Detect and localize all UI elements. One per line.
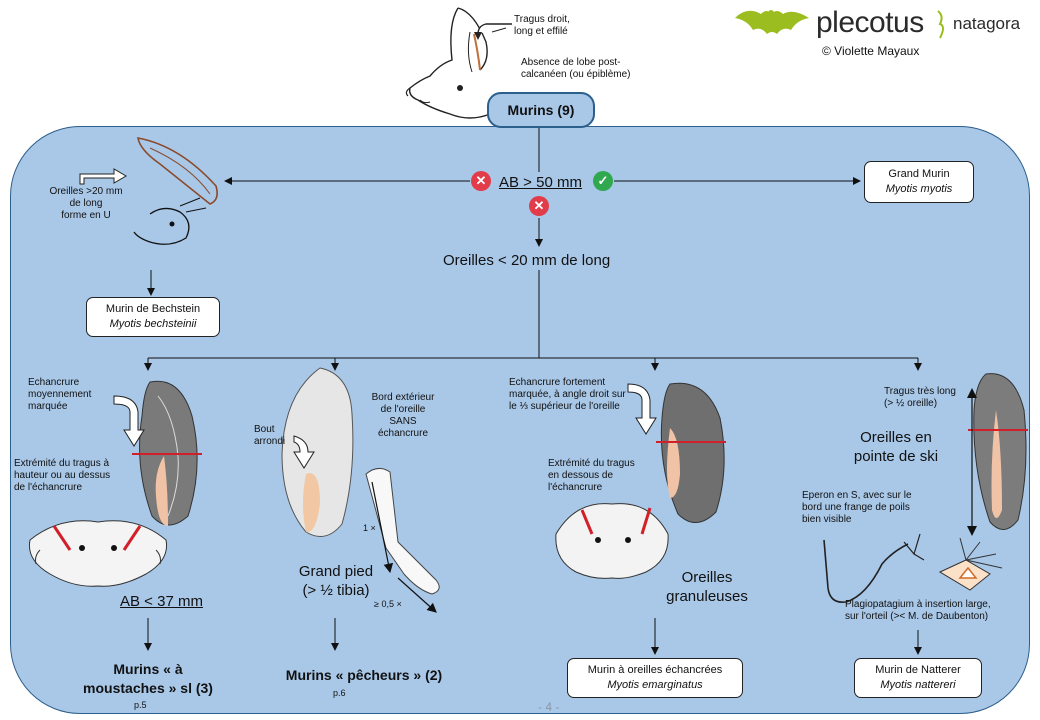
page-number: - 4 - xyxy=(538,700,560,714)
root-node: Murins (9) xyxy=(487,92,595,128)
ski-tip-ear-illustration xyxy=(968,373,1028,530)
patagium-note: Plagiopatagium à insertion large, sur l'… xyxy=(845,599,991,622)
edge-note: Bord extérieur de l'oreille SANS échancr… xyxy=(371,392,435,439)
notch-note-moustaches: Echancrure moyennement marquée xyxy=(28,377,92,412)
logo-brand: plecotus xyxy=(816,6,924,39)
criterion-ab-50: AB > 50 mm xyxy=(499,174,582,191)
species-scientific: Myotis bechsteinii xyxy=(109,318,197,330)
no-mark-left: ✕ xyxy=(471,171,491,191)
page-ref-moustaches: p.5 xyxy=(134,700,147,710)
no-mark-down: ✕ xyxy=(529,196,549,216)
species-common: Murin de Natterer xyxy=(875,664,961,676)
species-scientific: Myotis myotis xyxy=(885,183,953,195)
species-scientific: Myotis nattereri xyxy=(880,679,956,691)
bat-head-illustration xyxy=(405,7,507,119)
long-ear-bat-illustration xyxy=(133,136,218,245)
criterion-ears-20: Oreilles < 20 mm de long xyxy=(443,252,611,269)
ear-notch-illustration xyxy=(132,380,202,526)
species-common: Murin de Bechstein xyxy=(105,303,201,315)
ear-note-natterer: Oreilles en pointe de ski xyxy=(853,429,939,465)
spur-note: Eperon en S, avec sur le bord une frange… xyxy=(802,490,912,525)
ear-notch-illustration xyxy=(656,382,726,523)
species-box-natterer: Murin de Natterer Myotis nattereri xyxy=(854,658,982,698)
tragus-note-natterer: Tragus très long (> ½ oreille) xyxy=(884,386,956,409)
ear-note-echancrees: Oreilles granuleuses xyxy=(666,569,748,605)
species-scientific: Myotis emarginatus xyxy=(607,679,703,691)
bat-logo-icon xyxy=(735,10,809,34)
outline-arrow-icon xyxy=(293,435,315,469)
logo-partner: natagora xyxy=(953,14,1021,33)
lobe-note: Absence de lobe post- calcanéen (ou épib… xyxy=(521,57,631,80)
ratio-top: 1 × xyxy=(363,523,376,533)
tragus-note-echancrees: Extrémité du tragus en dessous de l'écha… xyxy=(548,458,635,493)
species-box-bechstein: Murin de Bechstein Myotis bechsteinii xyxy=(86,297,220,337)
outline-arrow-icon xyxy=(113,395,145,447)
root-label: Murins (9) xyxy=(507,102,575,118)
logo-credit: © Violette Mayaux xyxy=(822,44,920,58)
bat-face-illustration xyxy=(555,503,669,579)
criterion-ab-37: AB < 37 mm xyxy=(120,593,203,610)
group-pecheurs: Murins « pêcheurs » (2) xyxy=(285,667,443,683)
species-box-grand-murin: Grand Murin Myotis myotis xyxy=(864,161,974,203)
tragus-note: Tragus droit, long et effilé xyxy=(514,14,570,37)
rounded-ear-illustration xyxy=(281,367,354,537)
outline-arrow-icon xyxy=(627,383,657,435)
left-ear-note: Oreilles >20 mm de long forme en U xyxy=(49,186,123,221)
group-moustaches: Murins « à moustaches » sl (3) xyxy=(83,661,213,696)
species-box-echancrees: Murin à oreilles échancrées Myotis emarg… xyxy=(567,658,743,698)
yes-mark: ✓ xyxy=(593,171,613,191)
logo-separator-icon xyxy=(937,10,944,39)
species-common: Grand Murin xyxy=(888,168,950,180)
foot-note: Grand pied (> ½ tibia) xyxy=(298,563,374,599)
outline-arrow-icon xyxy=(79,168,127,185)
tip-note: Bout arrondi xyxy=(254,424,286,447)
species-common: Murin à oreilles échancrées xyxy=(587,664,723,676)
spur-illustration xyxy=(823,533,1003,604)
curved-pointer-icon xyxy=(474,23,512,40)
foot-illustration xyxy=(365,468,440,613)
bat-face-illustration xyxy=(28,520,168,587)
page-ref-pecheurs: p.6 xyxy=(333,688,346,698)
tragus-note-moustaches: Extrémité du tragus à hauteur ou au dess… xyxy=(14,458,111,493)
notch-note-echancrees: Echancrure fortement marquée, à angle dr… xyxy=(509,377,626,412)
ratio-bottom: ≥ 0,5 × xyxy=(374,599,402,609)
